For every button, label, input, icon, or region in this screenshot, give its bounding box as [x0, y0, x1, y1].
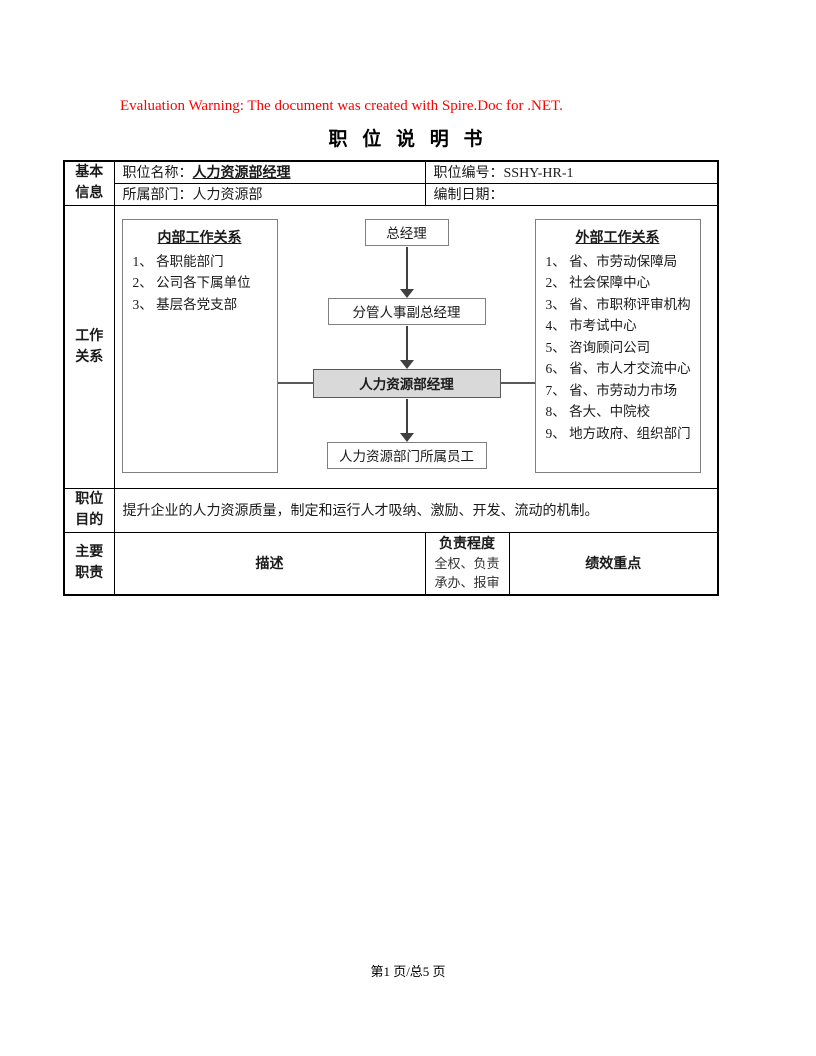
table-row: 主要 职责 描述 负责程度 全权、负责 承办、报审 绩效重点	[63, 531, 719, 596]
job-purpose-header-line2: 目的	[75, 513, 104, 528]
list-item: 2、 社会保障中心	[545, 275, 651, 290]
job-code-cell: 职位编号：SSHY-HR-1	[424, 160, 719, 184]
job-purpose-text: 提升企业的人力资源质量，制定和运行人才吸纳、激励、开发、流动的机制。	[113, 487, 719, 533]
table-row: 工作 关系 内部工作关系 1、 各职能部门 2、 公司各下属单位 3、 基层各党…	[63, 204, 719, 489]
table-row: 基本 信息 职位名称：人力资源部经理 职位编号：SSHY-HR-1	[63, 160, 719, 206]
list-item: 5、 咨询顾问公司	[545, 339, 651, 355]
list-item: 4、 市考试中心	[545, 318, 637, 333]
connector-line	[277, 381, 313, 384]
job-description-table: 基本 信息 职位名称：人力资源部经理 职位编号：SSHY-HR-1 所属部门：人…	[63, 160, 720, 596]
table-row: 所属部门：人力资源部 编制日期：	[64, 182, 719, 206]
external-relations-box: 外部工作关系 1、 省、市劳动保障局 2、 社会保障中心 3、 省、市职称评审机…	[534, 218, 701, 473]
arrow-down-icon	[399, 288, 414, 298]
job-purpose-header-line1: 职位	[75, 492, 104, 507]
list-item: 3、 省、市职称评审机构	[545, 296, 691, 312]
table-row: 职位 目的 提升企业的人力资源质量，制定和运行人才吸纳、激励、开发、流动的机制。	[63, 487, 719, 533]
evaluation-warning-text: Evaluation Warning: The document was cre…	[120, 98, 563, 114]
job-title-label: 职位名称：	[122, 166, 193, 182]
main-duties-header-line1: 主要	[75, 545, 104, 561]
list-item: 8、 各大、中院校	[545, 404, 651, 419]
list-item: 9、 地方政府、组织部门	[545, 425, 691, 441]
duties-degree-line2: 承办、报审	[434, 574, 500, 590]
basic-info-header-line1: 基本	[75, 165, 104, 181]
department-cell: 所属部门：人力资源部	[113, 182, 426, 206]
list-item: 6、 省、市人才交流中心	[545, 361, 691, 376]
date-label: 编制日期：	[433, 188, 504, 203]
connector-line	[405, 246, 408, 290]
list-item: 7、 省、市劳动力市场	[545, 382, 678, 398]
basic-info-header: 基本 信息	[63, 160, 115, 206]
list-item: 2、 公司各下属单位	[132, 275, 251, 290]
duties-description-header: 描述	[113, 531, 426, 596]
date-cell: 编制日期：	[424, 182, 719, 206]
connector-line	[500, 381, 535, 384]
list-item: 1、 各职能部门	[132, 253, 224, 269]
work-relations-header: 工作 关系	[63, 204, 115, 489]
main-duties-header-line2: 职责	[75, 566, 104, 582]
page-title: 职 位 说 明 书	[328, 129, 488, 150]
connector-line	[405, 325, 408, 361]
basic-info-header-line2: 信息	[75, 186, 104, 202]
main-duties-header: 主要 职责	[63, 531, 115, 596]
flow-node-hr-staff: 人力资源部门所属员工	[326, 441, 487, 469]
department-label: 所属部门：	[122, 188, 193, 203]
work-relations-diagram-cell: 内部工作关系 1、 各职能部门 2、 公司各下属单位 3、 基层各党支部 总经理…	[113, 204, 719, 489]
flow-node-hr-manager: 人力资源部经理	[312, 368, 501, 398]
external-relations-title: 外部工作关系	[575, 230, 660, 246]
connector-line	[405, 398, 408, 434]
duties-degree-header-cell: 负责程度 全权、负责 承办、报审	[424, 531, 510, 596]
page-number-footer: 第1 页/总5 页	[370, 964, 446, 979]
internal-relations-box: 内部工作关系 1、 各职能部门 2、 公司各下属单位 3、 基层各党支部	[121, 218, 278, 473]
duties-degree-title: 负责程度	[439, 536, 495, 552]
work-relations-header-line1: 工作	[75, 328, 104, 344]
org-chart-diagram: 内部工作关系 1、 各职能部门 2、 公司各下属单位 3、 基层各党支部 总经理…	[115, 206, 717, 487]
list-item: 1、 省、市劳动保障局	[545, 253, 678, 269]
arrow-down-icon	[399, 432, 414, 442]
internal-relations-title: 内部工作关系	[157, 230, 242, 246]
duties-degree-line1: 全权、负责	[434, 555, 500, 571]
list-item: 3、 基层各党支部	[132, 296, 238, 312]
flow-node-general-manager: 总经理	[364, 218, 449, 246]
work-relations-header-line2: 关系	[75, 349, 104, 365]
job-code-label: 职位编号：	[433, 166, 504, 182]
duties-kpi-header: 绩效重点	[508, 531, 719, 596]
job-title-value: 人力资源部经理	[192, 166, 291, 182]
flow-node-deputy-gm: 分管人事副总经理	[327, 297, 486, 325]
job-code-value: SSHY-HR-1	[503, 166, 574, 182]
department-value: 人力资源部	[192, 188, 263, 203]
arrow-down-icon	[399, 359, 414, 369]
job-title-cell: 职位名称：人力资源部经理	[113, 160, 426, 184]
job-purpose-header: 职位 目的	[63, 487, 115, 533]
